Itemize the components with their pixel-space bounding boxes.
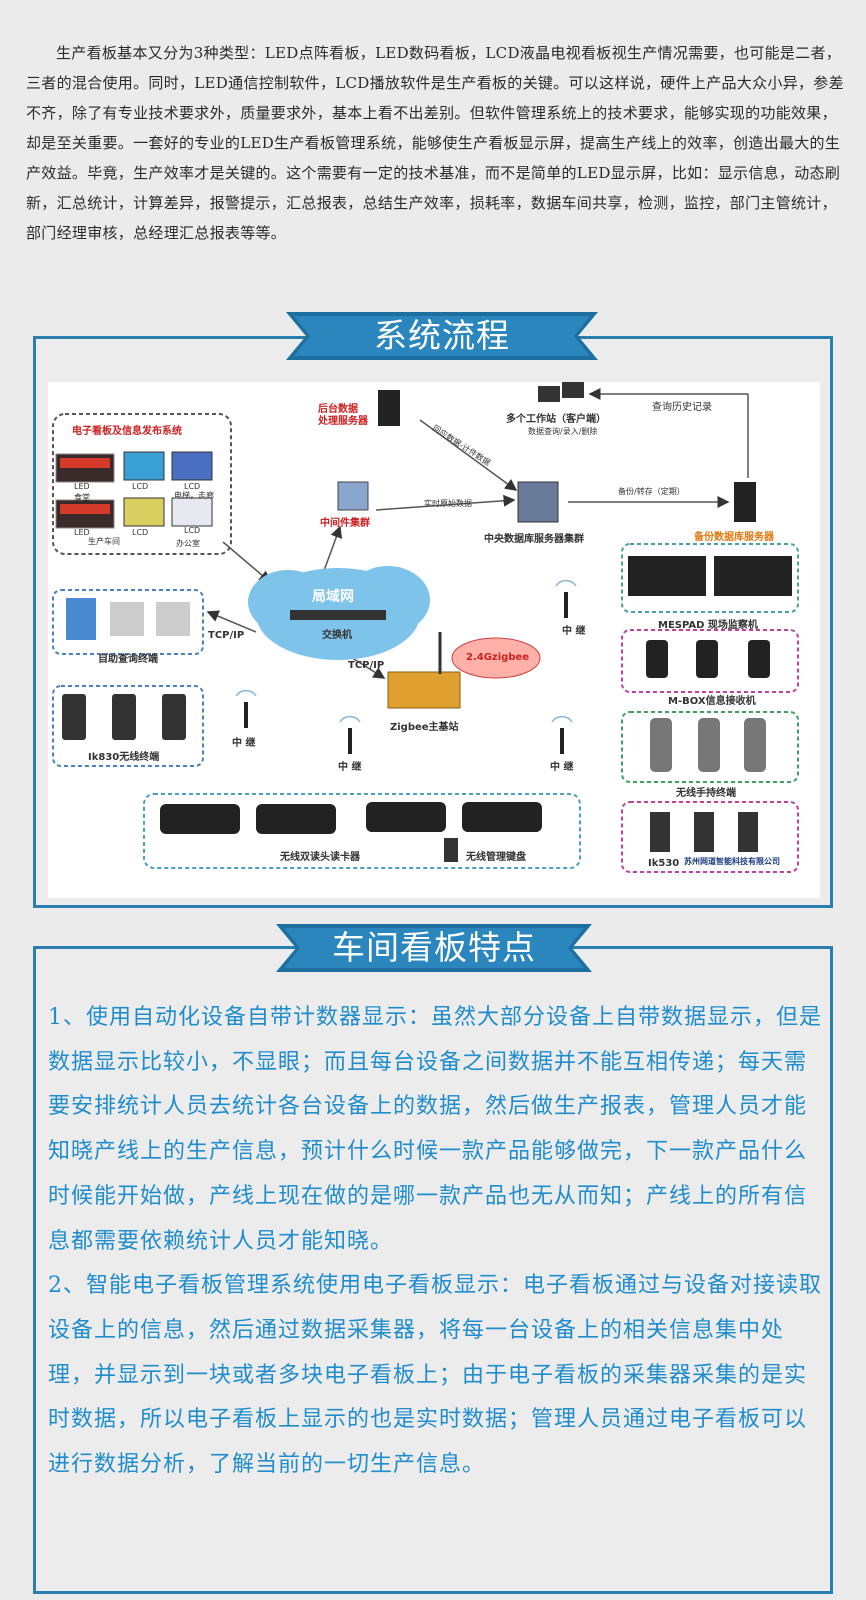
backup-transfer-label: 备份/转存（定期） <box>618 487 685 496</box>
lcd-label-1: LCD <box>132 482 149 491</box>
system-flow-banner: 系统流程 <box>286 308 598 364</box>
lcd-label-2: LCD <box>184 482 201 491</box>
ik530-label: Ik530 <box>648 858 680 869</box>
elevator-label: 电梯，走廊 <box>174 491 214 500</box>
mespad-label: MESPAD 现场监察机 <box>658 620 758 631</box>
backup-db-label: 备份数据库服务器 <box>694 532 774 543</box>
system-architecture-diagram: 电子看板及信息发布系统 LED 食堂 LCD LCD 电梯，走廊 LED 生产车… <box>48 382 820 898</box>
led-label-2: LED <box>74 528 90 537</box>
lan-label: 局域网 <box>312 589 354 605</box>
relay-label-4: 中 继 <box>550 762 574 773</box>
zigbee-station-label: Zigbee主基站 <box>390 722 459 733</box>
history-query-label: 查询历史记录 <box>652 402 712 413</box>
card-reader-label: 无线双读头读卡器 <box>280 852 360 863</box>
mbox-label: M-BOX信息接收机 <box>668 696 756 707</box>
feature-paragraph-1: 1、使用自动化设备自带计数器显示：虽然大部分设备上自带数据显示，但是数据显示比较… <box>48 1005 822 1254</box>
features-text: 1、使用自动化设备自带计数器显示：虽然大部分设备上自带数据显示，但是数据显示比较… <box>48 996 823 1488</box>
self-service-label: 自助查询终端 <box>98 654 158 665</box>
relay-label-3: 中 继 <box>562 626 586 637</box>
lcd-label-4: LCD <box>184 526 201 535</box>
feature-paragraph-2: 2、智能电子看板管理系统使用电子看板显示：电子看板通过与设备对接读取设备上的信息… <box>48 1273 822 1478</box>
workshop-features-title: 车间看板特点 <box>332 928 536 967</box>
workshop-features-frame <box>33 946 833 1594</box>
tcpip-label-1: TCP/IP <box>208 630 245 641</box>
handheld-label: 无线手持终端 <box>676 788 736 799</box>
company-label: 苏州网道智能科技有限公司 <box>684 857 780 866</box>
intro-paragraph: 生产看板基本又分为3种类型：LED点阵看板，LED数码看板，LCD液晶电视看板视… <box>26 44 844 242</box>
workstations-label: 多个工作站（客户端） <box>506 414 606 425</box>
switch-label: 交换机 <box>322 630 352 641</box>
middleware-label: 中间件集群 <box>320 518 370 529</box>
ik830-label: Ik830无线终端 <box>88 752 160 763</box>
office-label: 办公室 <box>176 539 200 548</box>
realtime-data-label: 实时原始数据 <box>424 499 472 508</box>
system-flow-title: 系统流程 <box>374 316 510 355</box>
tcpip-label-2: TCP/IP <box>348 660 385 671</box>
workshop-features-banner: 车间看板特点 <box>276 920 592 976</box>
central-db-label: 中央数据库服务器集群 <box>484 534 584 545</box>
board-system-label: 电子看板及信息发布系统 <box>72 426 182 437</box>
zigbee-frequency-label: 2.4Gzigbee <box>466 652 530 663</box>
keyboard-label: 无线管理键盘 <box>466 852 526 863</box>
lcd-label-3: LCD <box>132 528 149 537</box>
backend-server-label: 后台数据 处理服务器 <box>318 404 368 427</box>
led-label-1: LED <box>74 482 90 491</box>
cafeteria-label: 食堂 <box>74 493 90 502</box>
workstations-sub-label: 数据查询/录入/删除 <box>528 427 598 436</box>
workshop-label: 生产车间 <box>88 537 120 546</box>
relay-label-2: 中 继 <box>338 762 362 773</box>
relay-label-1: 中 继 <box>232 738 256 749</box>
